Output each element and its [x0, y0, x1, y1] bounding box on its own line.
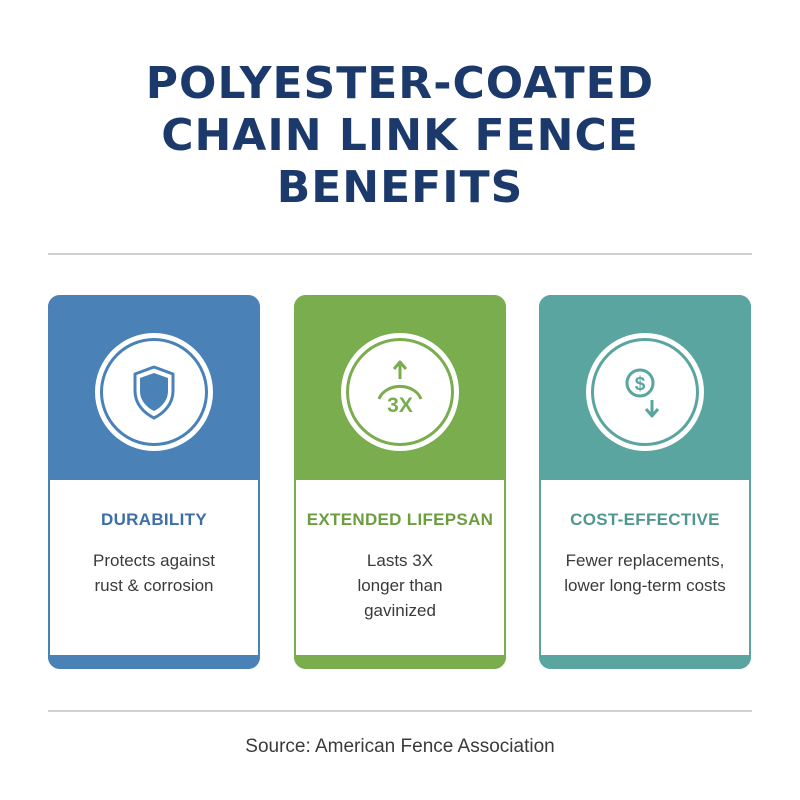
card-header-band: [48, 295, 260, 480]
top-divider: [48, 253, 752, 255]
icon-ring: [346, 338, 454, 446]
shield-icon: [133, 365, 175, 420]
icon-badge: [95, 333, 213, 451]
card-description: Lasts 3X longer than gavinized: [357, 551, 443, 620]
lifespan-3x-icon: 3X: [377, 360, 423, 417]
card-heading: EXTENDED LIFEPSAN: [306, 510, 494, 529]
card-header-band: 3X: [294, 295, 506, 480]
source-citation: Source: American Fence Association: [245, 736, 555, 757]
card-footer-strip: [294, 655, 506, 669]
dollar-down-icon: $: [625, 368, 660, 418]
icon-ring: [591, 338, 699, 446]
benefit-card-cost-effective: $ COST-EFFECTIVE Fewer replacements, low…: [539, 295, 751, 669]
card-footer-strip: [48, 655, 260, 669]
card-heading: COST-EFFECTIVE: [570, 510, 720, 529]
dollar-symbol: $: [635, 374, 646, 395]
title-line-3: BENEFITS: [276, 162, 524, 213]
icon-badge: 3X: [341, 333, 459, 451]
card-heading: DURABILITY: [101, 510, 207, 529]
icon-3x-label: 3X: [387, 394, 413, 417]
title-line-1: POLYESTER-COATED: [145, 58, 655, 109]
card-description: Fewer replacements, lower long-term cost…: [564, 551, 726, 595]
icon-badge: $: [586, 333, 704, 451]
card-body: DURABILITY Protects against rust & corro…: [50, 480, 258, 655]
card-body: COST-EFFECTIVE Fewer replacements, lower…: [541, 480, 749, 655]
card-description: Protects against rust & corrosion: [93, 551, 215, 595]
card-body: EXTENDED LIFEPSAN Lasts 3X longer than g…: [296, 480, 504, 655]
icon-ring: [100, 338, 208, 446]
benefit-card-extended-lifespan: 3X EXTENDED LIFEPSAN Lasts 3X longer tha…: [294, 295, 506, 669]
card-footer-strip: [539, 655, 751, 669]
card-header-band: $: [539, 295, 751, 480]
bottom-divider: [48, 710, 752, 712]
page-title: POLYESTER-COATED CHAIN LINK FENCE BENEFI…: [0, 58, 800, 214]
benefit-card-durability: DURABILITY Protects against rust & corro…: [48, 295, 260, 669]
title-line-2: CHAIN LINK FENCE: [161, 110, 639, 161]
